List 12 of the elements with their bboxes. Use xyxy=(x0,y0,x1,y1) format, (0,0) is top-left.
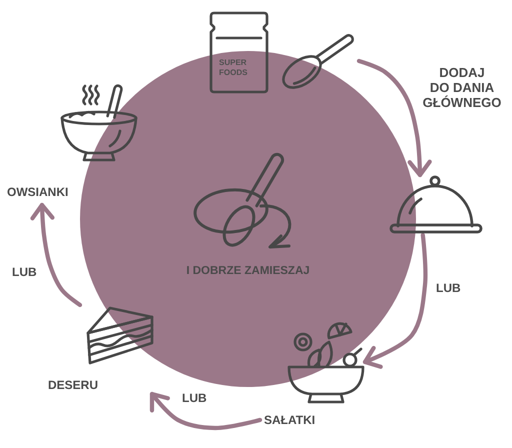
edge-label: DODAJ DO DANIA GŁÓWNEGO xyxy=(422,65,502,110)
jar-label: SUPER FOODS xyxy=(219,58,248,77)
edge-label: LUB xyxy=(12,265,37,279)
arrow xyxy=(362,232,428,369)
arrow xyxy=(150,392,262,430)
dish-label: DESERU xyxy=(48,378,98,392)
dish-label: SAŁATKI xyxy=(264,413,316,427)
dish-label: OWSIANKI xyxy=(7,185,68,199)
arrow xyxy=(356,58,432,178)
instruction-text: I DOBRZE ZAMIESZAJ xyxy=(185,264,311,278)
edge-label: LUB xyxy=(436,281,461,295)
edge-label: LUB xyxy=(182,391,207,405)
